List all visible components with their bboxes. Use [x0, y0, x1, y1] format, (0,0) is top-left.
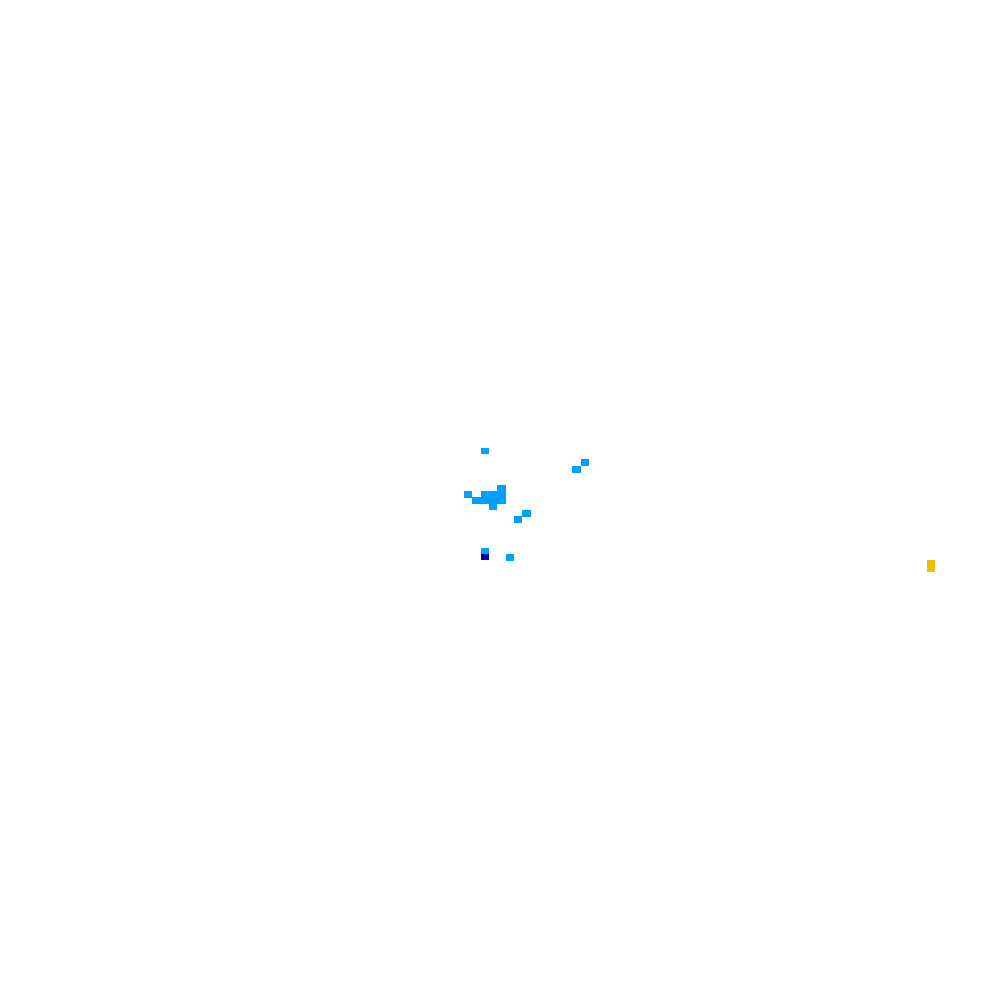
pixel-cell: [927, 560, 935, 572]
pixel-cell: [489, 503, 497, 510]
pixel-cell: [481, 548, 489, 555]
pixel-cell: [497, 485, 506, 492]
pixel-cell: [506, 554, 514, 561]
pixel-cell: [522, 510, 531, 517]
pixel-cell: [472, 497, 506, 504]
pixel-cell: [581, 459, 589, 466]
pixel-cell: [572, 466, 581, 473]
pixel-cell: [481, 554, 489, 560]
pixel-cell: [481, 448, 489, 454]
pixel-cell: [464, 491, 472, 498]
pixel-cell: [514, 516, 522, 523]
pixel-cell: [481, 491, 506, 498]
